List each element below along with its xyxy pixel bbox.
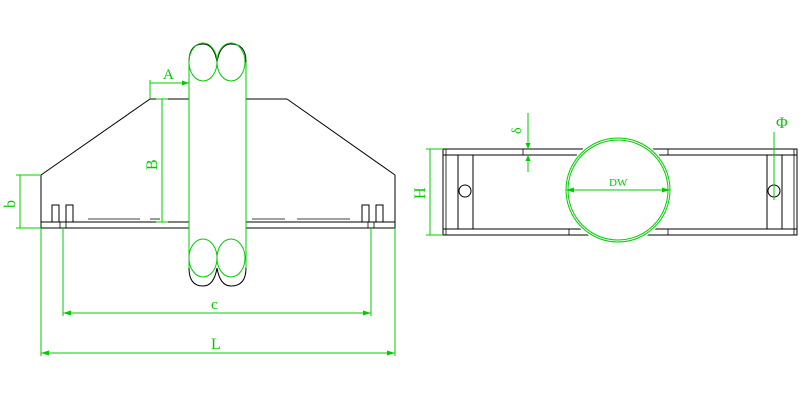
dimension-delta-label: δ bbox=[510, 127, 525, 134]
dimension-c-label: c bbox=[211, 297, 218, 313]
left-anchor-bolts bbox=[51, 204, 74, 229]
dimension-l-label: L bbox=[211, 336, 221, 353]
pipe-diameter-label: DW bbox=[609, 177, 628, 189]
dimension-h-label: H bbox=[412, 187, 429, 199]
dimension-c: c bbox=[62, 228, 372, 316]
front-view: A B b c bbox=[2, 42, 396, 356]
dimension-l: L bbox=[40, 228, 396, 356]
pipe-front bbox=[188, 42, 247, 287]
dimension-a-label: A bbox=[163, 67, 174, 83]
dimension-delta: δ bbox=[510, 113, 531, 172]
dimension-b-label: B bbox=[144, 159, 161, 170]
side-view: DW H δ Φ bbox=[412, 113, 798, 244]
dimension-b: B bbox=[144, 98, 168, 223]
dimension-b-small: b bbox=[2, 174, 41, 229]
dimension-phi-label: Φ bbox=[776, 115, 788, 132]
right-anchor-bolts bbox=[361, 204, 384, 229]
dimension-phi: Φ bbox=[773, 115, 788, 200]
dimension-a: A bbox=[149, 67, 189, 99]
dimension-b-small-label: b bbox=[2, 200, 19, 208]
dimension-h: H bbox=[412, 148, 443, 236]
pipe-section: DW bbox=[564, 136, 672, 244]
